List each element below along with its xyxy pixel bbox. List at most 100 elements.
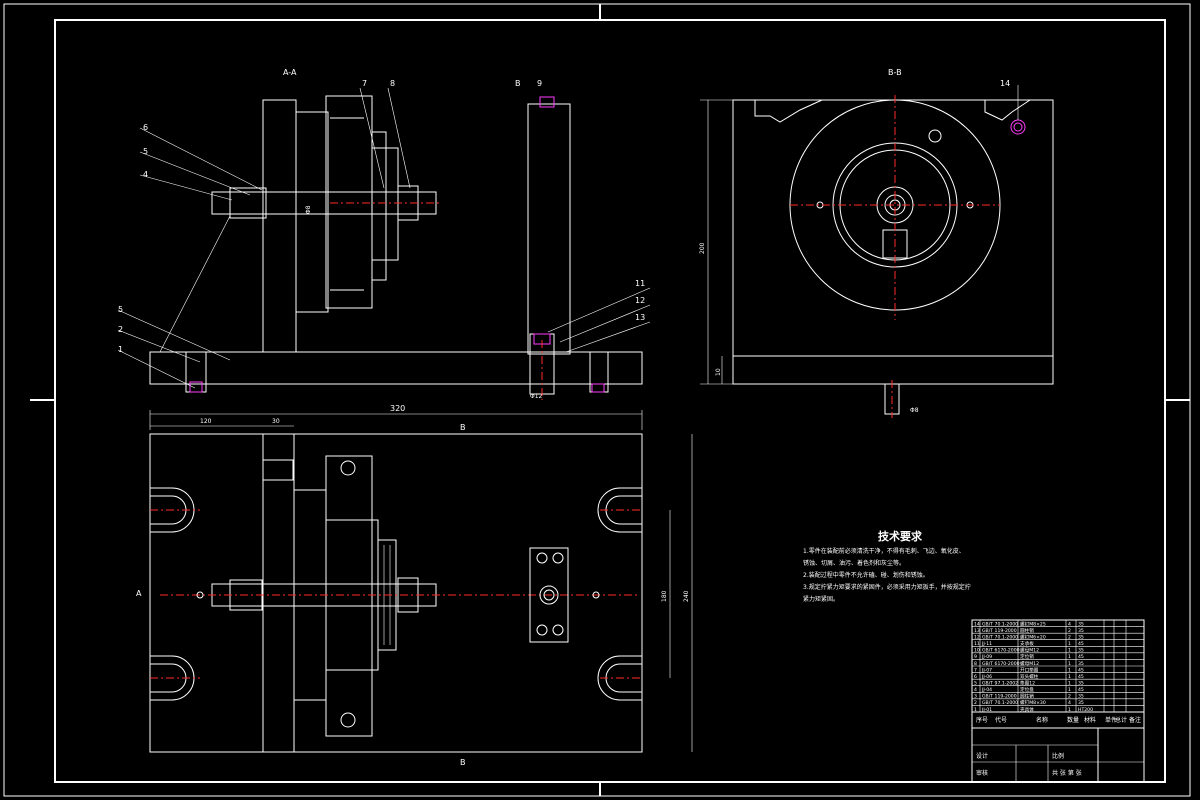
balloons-right: 11 12 13 [547,279,651,353]
balloons-left: 6 5 4 5 2 1 [117,123,263,389]
tb-check: 审核 [976,769,988,777]
tb-design: 设计 [976,752,988,760]
tb-sheet: 共 张 第 张 [1052,769,1082,777]
sheet-frame [3,3,1191,797]
balloon-1: 1 [118,345,123,354]
parts-row-cell: 1 [1068,648,1071,654]
parts-row-cell: 螺钉M8×30 [1020,699,1046,706]
title-block: 序号 代号 名称 数量 材料 单件 总计 备注 设计 审核 比例 共 张 第 张 [976,716,1141,777]
parts-row-cell: GB/T 6170-2000 [982,648,1020,654]
parts-row-cell: JJ-06 [981,674,992,680]
parts-row-cell: 45 [1078,641,1084,647]
parts-row-cell: 垫圈12 [1020,680,1035,687]
parts-row-cell: 1 [1068,681,1071,687]
dim-height-inner: 180 [661,590,668,602]
parts-row-cell: GB/T 70.1-2000 [982,621,1018,627]
parts-row-cell: 45 [1078,674,1084,680]
parts-row-cell: 螺母M12 [1020,660,1039,667]
parts-row-cell: 4 [1068,621,1071,627]
parts-row-cell: 35 [1078,628,1084,634]
parts-row-cell: 45 [1078,667,1084,673]
parts-row-cell: 螺母M12 [1020,647,1039,654]
balloon-12: 12 [635,296,645,305]
tech-req-line-3: 2.装配过程中零件不允许磕、碰、划伤和锈蚀。 [803,571,929,579]
parts-row-cell: GB/T 119-2000 [982,694,1017,700]
parts-row-cell: 9 [974,654,977,660]
header-code: 代号 [995,716,1007,724]
parts-row-cell: GB/T 97.1-2002 [982,681,1018,687]
parts-row-cell: 35 [1078,694,1084,700]
parts-row-cell: HT200 [1078,707,1093,713]
parts-row-cell: 夹具体 [1020,706,1034,713]
parts-row-cell: 双头螺柱 [1020,673,1039,680]
balloon-6: 6 [143,123,148,132]
balloon-13: 13 [635,313,645,322]
parts-row-cell: 3 [974,694,977,700]
section-mark-b-upper: B [460,423,466,432]
parts-row-cell: 开口垫圈 [1020,666,1039,673]
balloons-top: 7 8 B 9 [359,79,542,189]
parts-row-cell: 8 [974,661,977,667]
section-mark-b-lower: B [460,758,466,767]
parts-row-cell: 螺钉M8×25 [1020,620,1046,627]
tech-req-line-5: 紧力矩紧固。 [803,595,839,603]
parts-row-cell: 圆柱销 [1020,627,1034,634]
parts-row-cell: 1 [1068,707,1071,713]
balloon-4: 4 [143,170,148,179]
balloon-7: 7 [362,79,367,88]
parts-row-cell: JJ-07 [981,667,992,673]
tech-requirements: 技术要求 1.零件在装配前必须清洗干净，不得有毛刺、飞边、氧化皮、 锈蚀、切屑、… [803,529,971,603]
tb-scale: 比例 [1052,752,1064,760]
parts-row-cell: 14 [974,621,980,627]
dim-stud-b: Φ8 [910,407,919,414]
balloon-14: 14 [1000,79,1010,88]
dim-height-right: 240 [683,590,690,602]
section-mark-b-top: B [515,79,521,88]
view-b-label: B-B [888,68,902,77]
balloon-3: 5 [118,305,123,314]
parts-row-cell: GB/T 70.1-2000 [982,700,1018,706]
parts-row-cell: 4 [974,687,977,693]
parts-row-cell: 35 [1078,681,1084,687]
parts-row-cell: 4 [1068,700,1071,706]
parts-row-cell: JJ-01 [981,707,992,713]
tech-req-title: 技术要求 [878,529,923,543]
parts-row-cell: 定位销 [1020,653,1034,660]
dim-mid-offset: 30 [272,418,280,425]
header-no: 序号 [976,716,988,724]
dim-base-thk: 10 [715,368,722,376]
plan-view: 320 120 30 B B A [136,404,693,767]
dim-height-b: 200 [699,242,706,254]
parts-row-cell: 支承板 [1020,640,1034,647]
parts-row-cell: GB/T 6170-2000 [982,661,1020,667]
parts-row-cell: 10 [974,648,980,654]
parts-row-cell: 11 [974,641,980,647]
parts-row-cell: 定位盘 [1020,686,1034,693]
parts-row-cell: 45 [1078,654,1084,660]
parts-row-cell: 圆柱销 [1020,693,1034,700]
parts-row-cell: 螺钉M6×20 [1020,634,1046,641]
section-view-b: B-B 14 200 10 Φ8 [699,68,1054,418]
dim-overall-width: 320 [390,404,405,413]
parts-row-cell: JJ-04 [981,687,992,693]
parts-row-cell: 1 [1068,674,1071,680]
parts-row-cell: JJ-09 [981,654,992,660]
parts-row-cell: 35 [1078,648,1084,654]
header-name: 名称 [1036,716,1048,724]
parts-row-cell: 13 [974,628,980,634]
balloon-5a: 5 [143,147,148,156]
parts-row-cell: 35 [1078,621,1084,627]
tech-req-line-1: 1.零件在装配前必须清洗干净，不得有毛刺、飞边、氧化皮、 [803,547,965,555]
parts-row-cell: 1 [1068,661,1071,667]
header-material: 材料 [1084,716,1096,724]
parts-row-cell: 35 [1078,635,1084,641]
parts-row-cell: 2 [1068,635,1071,641]
header-qty: 数量 [1067,716,1079,724]
dim-stud-dia: Φ8 [305,205,312,214]
parts-row-cell: 5 [974,681,977,687]
view-a-label: A-A [283,68,297,77]
parts-row-cell: 1 [1068,667,1071,673]
section-view-a: A-A Φ12 Φ8 6 5 4 [117,68,651,400]
